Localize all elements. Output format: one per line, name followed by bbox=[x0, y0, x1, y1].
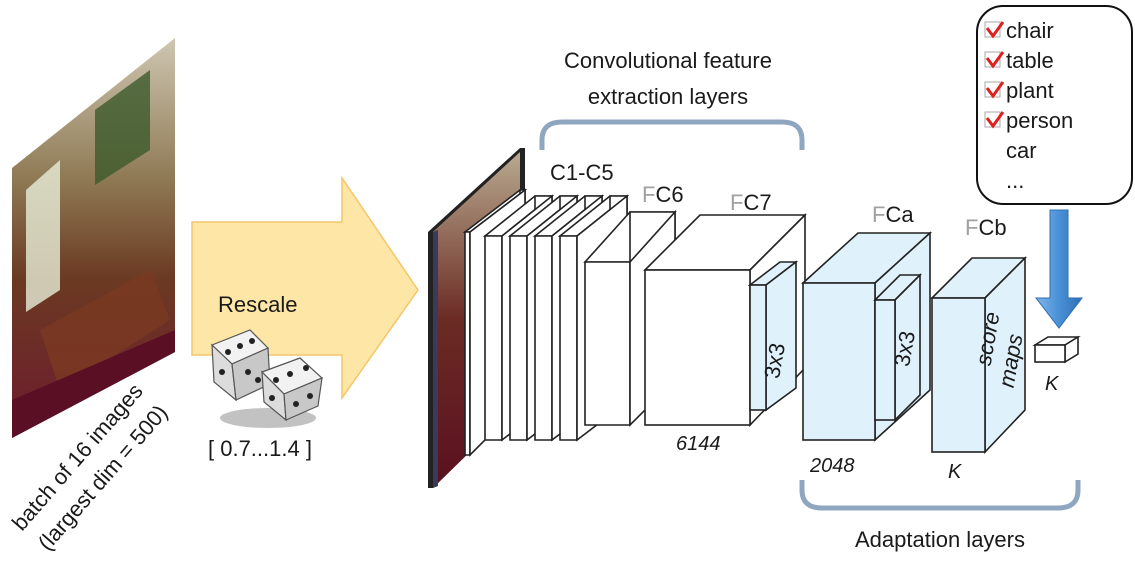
fc7-prefix: F bbox=[730, 190, 743, 215]
check-icon bbox=[985, 111, 1005, 129]
fc7-width: 6144 bbox=[676, 433, 721, 455]
class-item-plant: plant bbox=[984, 78, 1054, 103]
fca-prefix: F bbox=[872, 202, 885, 227]
class-item-label: person bbox=[1006, 108, 1073, 133]
class-item-person: person bbox=[984, 108, 1073, 133]
fcb-prefix: F bbox=[965, 215, 978, 240]
class-item-label: chair bbox=[1006, 18, 1054, 43]
fc6-label: FC6 bbox=[642, 182, 684, 207]
fc6-suffix: C6 bbox=[655, 182, 683, 207]
conv-c-label: C1-C5 bbox=[550, 160, 614, 185]
conv-bracket bbox=[539, 119, 805, 150]
class-item-label: plant bbox=[1006, 78, 1054, 103]
output-width: K bbox=[1045, 373, 1060, 395]
fcb-width: K bbox=[948, 461, 963, 483]
fc6-prefix: F bbox=[642, 182, 655, 207]
fca-kernel: 3x3 bbox=[889, 329, 920, 368]
class-item-car: car bbox=[1006, 138, 1037, 163]
fc7-suffix: C7 bbox=[743, 190, 771, 215]
check-icon bbox=[985, 21, 1005, 39]
down-arrow bbox=[1034, 209, 1084, 329]
fcb-label: FCb bbox=[965, 215, 1007, 240]
fcb-suffix: Cb bbox=[978, 215, 1006, 240]
output-block bbox=[1032, 335, 1081, 364]
fc7-label: FC7 bbox=[730, 190, 772, 215]
class-list: chair table plant person car ... bbox=[984, 18, 1073, 193]
fca-width: 2048 bbox=[809, 455, 855, 477]
fca-label: FCa bbox=[872, 202, 914, 227]
class-item-chair: chair bbox=[984, 18, 1054, 43]
check-icon bbox=[985, 51, 1005, 69]
class-list-box bbox=[976, 5, 1133, 205]
adapt-bracket bbox=[799, 480, 1081, 511]
adapt-title: Adaptation layers bbox=[855, 527, 1025, 552]
fca-suffix: Ca bbox=[885, 202, 914, 227]
rescale-range: [ 0.7...1.4 ] bbox=[208, 436, 312, 461]
fca-layer bbox=[800, 231, 933, 442]
conv-title-line1: Convolutional feature bbox=[564, 48, 772, 73]
class-item-more: ... bbox=[1006, 168, 1024, 193]
class-item-table: table bbox=[984, 48, 1054, 73]
check-icon bbox=[985, 81, 1005, 99]
fcb-layer bbox=[930, 256, 1027, 454]
dice-icon bbox=[210, 329, 324, 428]
class-item-label: table bbox=[1006, 48, 1054, 73]
rescale-label: Rescale bbox=[218, 292, 297, 317]
input-image bbox=[12, 38, 175, 438]
fc7-layer bbox=[643, 213, 807, 427]
conv-title-line2: extraction layers bbox=[588, 84, 748, 109]
fc7-kernel: 3x3 bbox=[759, 341, 790, 380]
